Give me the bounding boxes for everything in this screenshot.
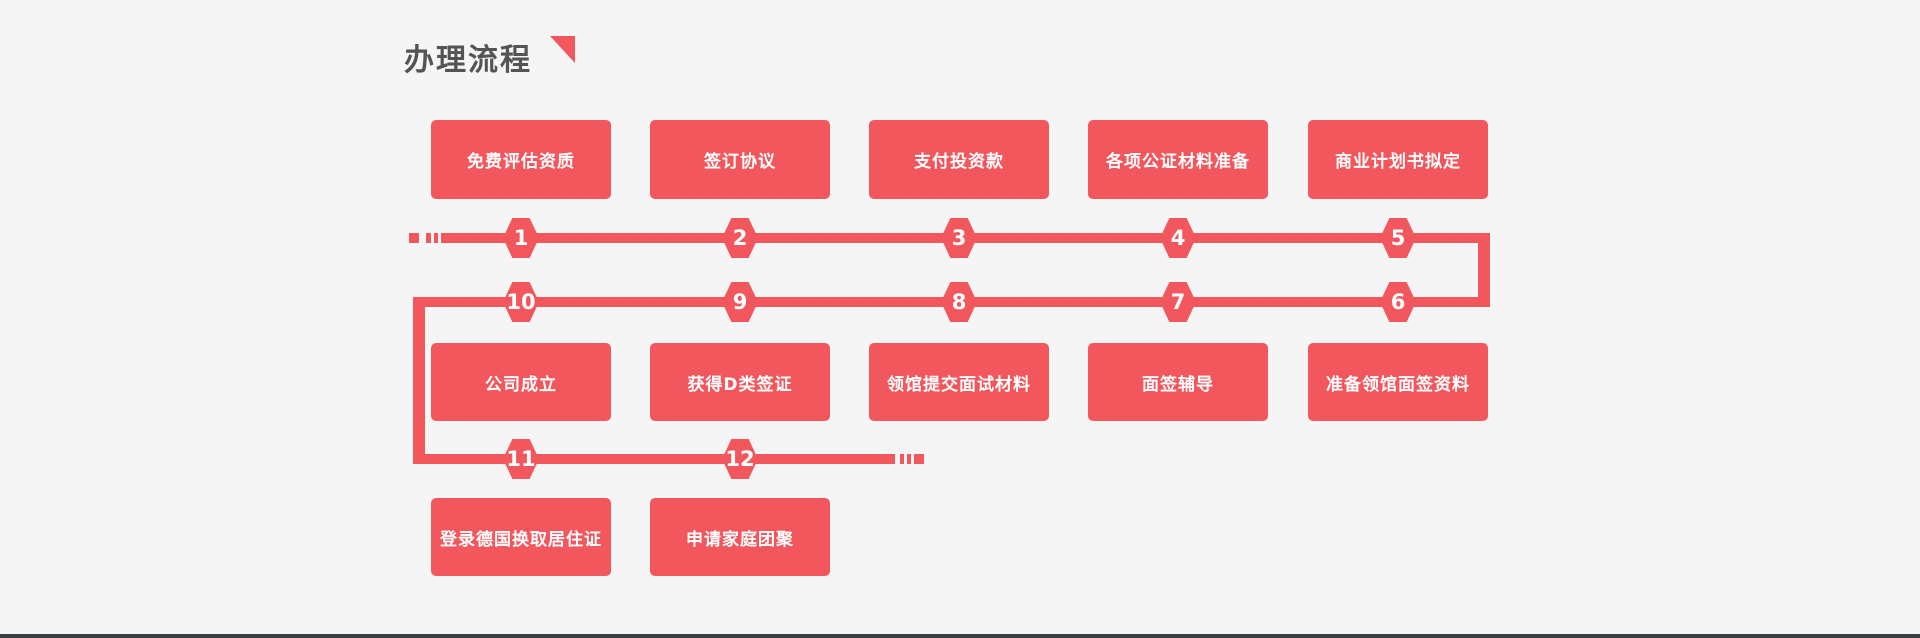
line-start-dot	[409, 233, 419, 243]
step-number-5: 5	[1380, 218, 1416, 258]
step-number-7: 7	[1160, 282, 1196, 322]
step-box-7: 面签辅导	[1088, 343, 1268, 421]
step-number-4: 4	[1160, 218, 1196, 258]
step-box-11: 登录德国换取居住证	[431, 498, 611, 576]
line-start-dash	[434, 233, 438, 243]
line-end-dash	[900, 454, 904, 464]
step-number-8: 8	[941, 282, 977, 322]
flow-line-bottom	[413, 454, 895, 464]
step-box-2: 签订协议	[650, 120, 830, 199]
step-box-1: 免费评估资质	[431, 120, 611, 199]
title-block: 办理流程	[404, 36, 575, 82]
line-end-dot	[914, 454, 924, 464]
step-box-4: 各项公证材料准备	[1088, 120, 1268, 199]
step-box-8: 领馆提交面试材料	[869, 343, 1049, 421]
step-box-9: 获得D类签证	[650, 343, 830, 421]
step-box-12: 申请家庭团聚	[650, 498, 830, 576]
step-box-10: 公司成立	[431, 343, 611, 421]
line-start-dash	[426, 233, 431, 243]
step-number-6: 6	[1380, 282, 1416, 322]
step-number-2: 2	[722, 218, 758, 258]
step-box-6: 准备领馆面签资料	[1308, 343, 1488, 421]
step-number-9: 9	[722, 282, 758, 322]
footer-section-edge	[0, 634, 1920, 638]
flow-line-left-turn	[413, 297, 425, 464]
step-number-12: 12	[722, 439, 758, 479]
title-corner-triangle-icon	[550, 36, 575, 63]
line-end-dash	[907, 454, 911, 464]
page-title: 办理流程	[404, 43, 532, 78]
step-box-5: 商业计划书拟定	[1308, 120, 1488, 199]
step-number-10: 10	[503, 282, 539, 322]
step-number-1: 1	[503, 218, 539, 258]
step-number-11: 11	[503, 439, 539, 479]
step-box-3: 支付投资款	[869, 120, 1049, 199]
flow-line-right-turn	[1478, 233, 1490, 307]
step-number-3: 3	[941, 218, 977, 258]
